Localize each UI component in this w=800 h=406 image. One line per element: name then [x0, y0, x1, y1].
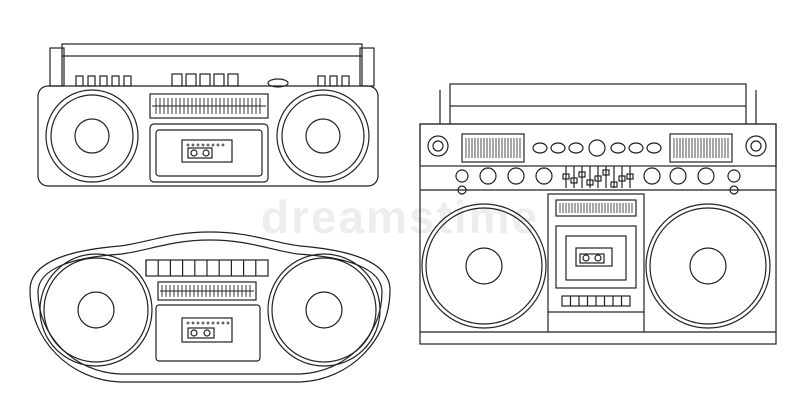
- right-speaker: [267, 253, 381, 367]
- cassette-deck: [149, 123, 269, 183]
- cassette-window: [181, 139, 233, 163]
- left-speaker: [39, 253, 153, 367]
- knob: [745, 135, 767, 157]
- right-boombox: [419, 83, 777, 345]
- body: [37, 85, 379, 187]
- knob-row: [455, 167, 741, 195]
- right-equalizer-bank: [669, 133, 733, 163]
- bottom-left-boombox: [29, 231, 391, 383]
- knob: [427, 135, 449, 157]
- body: [29, 231, 391, 383]
- top-buttons: [75, 73, 350, 88]
- body: [419, 123, 777, 345]
- handle: [61, 43, 363, 57]
- control-buttons: [532, 139, 662, 157]
- top-left-boombox: [37, 43, 379, 187]
- equalizer-display: [555, 199, 637, 217]
- handle: [449, 83, 747, 107]
- equalizer-display: [157, 281, 257, 301]
- left-equalizer-bank: [461, 133, 525, 163]
- left-speaker: [421, 203, 547, 329]
- preset-buttons: [145, 259, 269, 277]
- cassette-deck: [155, 304, 261, 362]
- right-speaker: [645, 203, 771, 329]
- left-speaker: [45, 89, 139, 183]
- transport-buttons: [561, 295, 631, 307]
- equalizer-display: [149, 93, 269, 119]
- cassette-deck: [555, 225, 637, 289]
- right-speaker: [276, 89, 370, 183]
- slider-bank: [562, 166, 634, 188]
